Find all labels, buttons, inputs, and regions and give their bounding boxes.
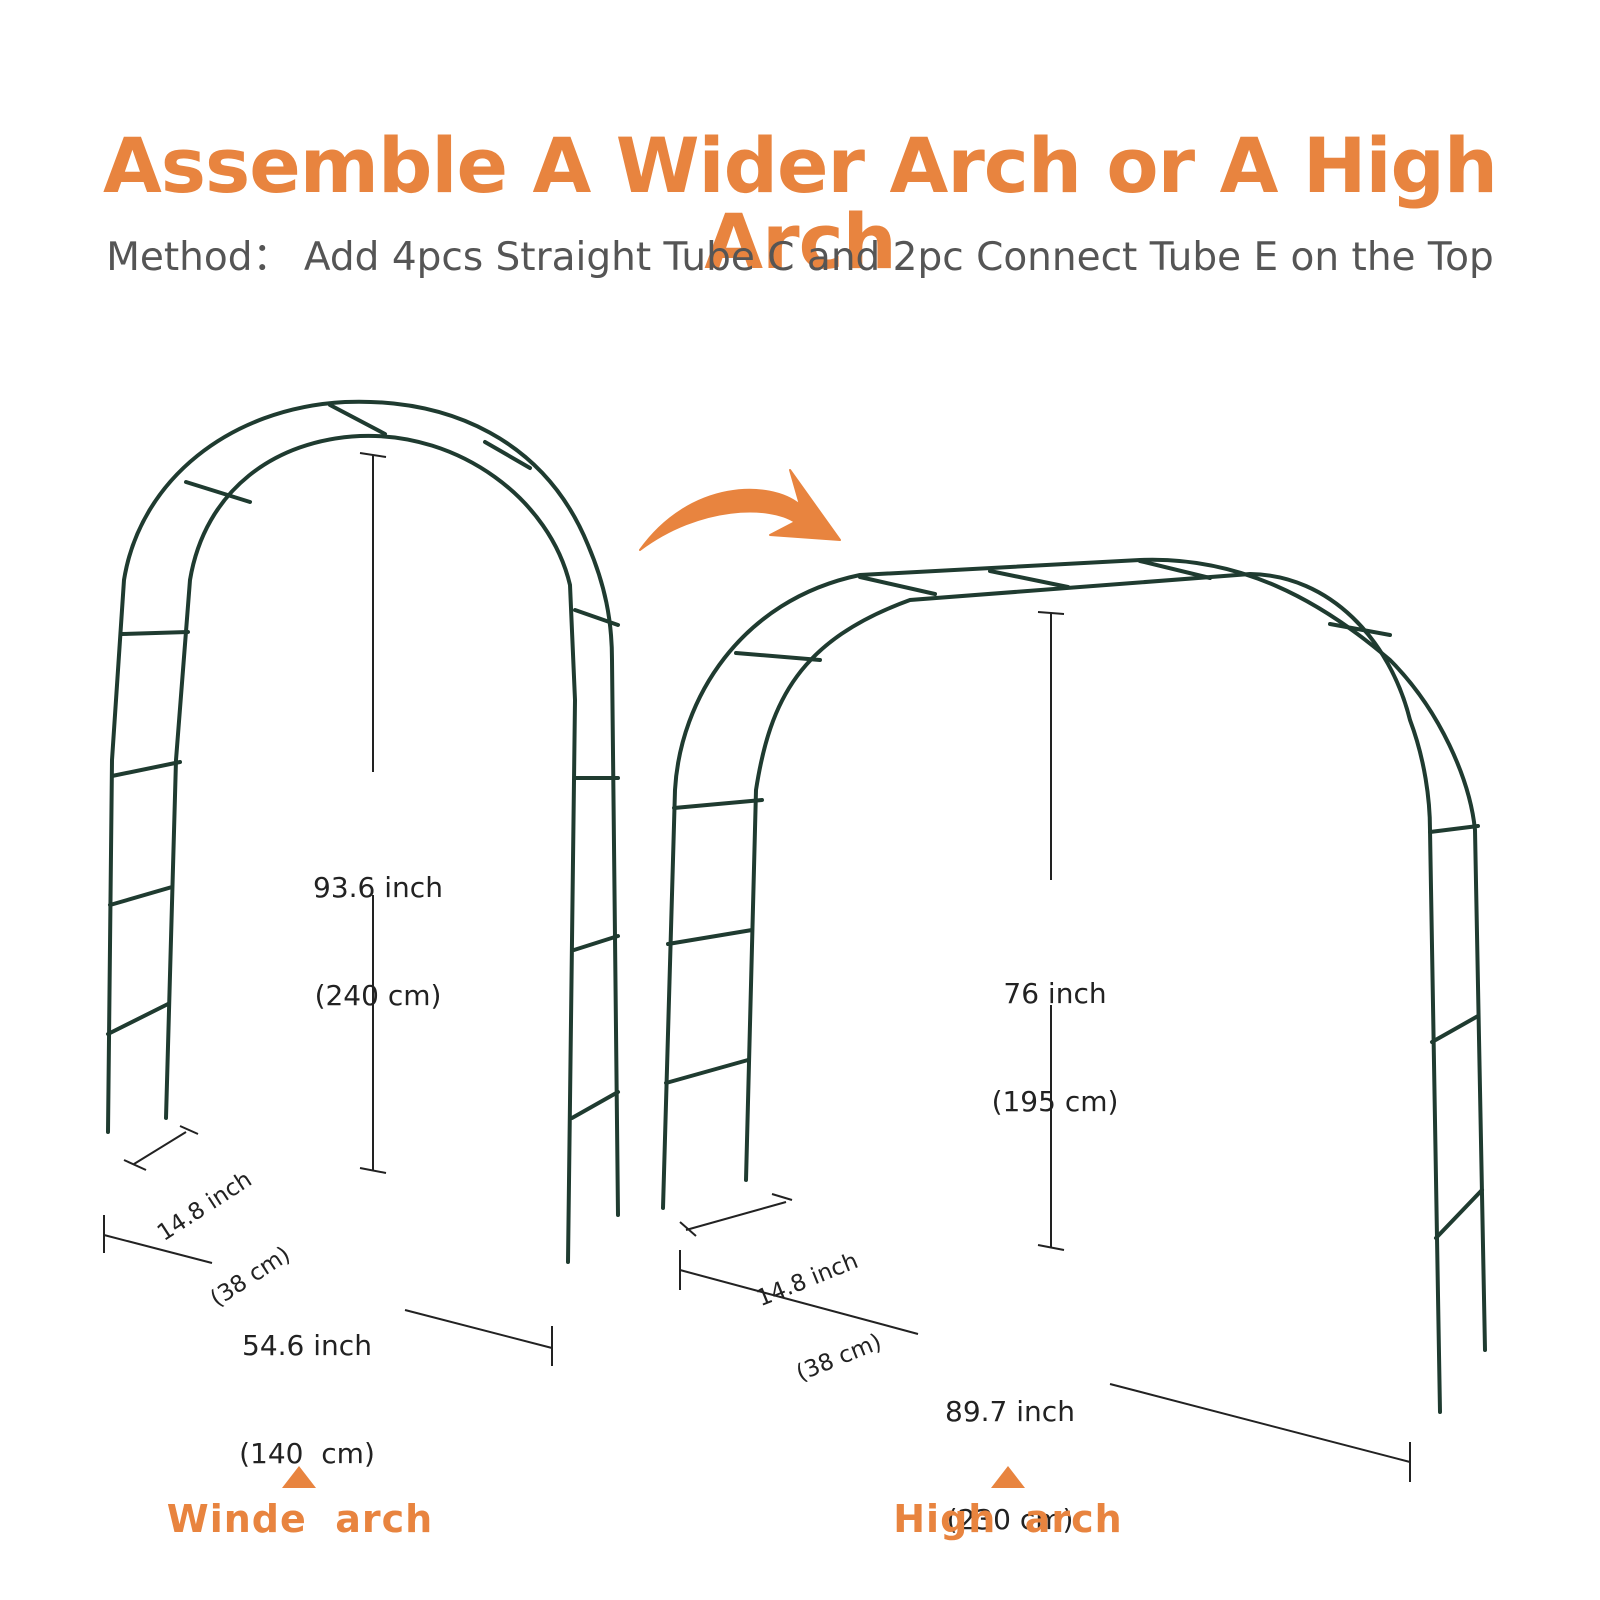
left-depth-line: [133, 1131, 187, 1165]
left-width-line: [404, 1309, 553, 1349]
right-arch-crossbar: [664, 1058, 750, 1085]
right-arch-crossbar: [1430, 1014, 1480, 1044]
right-width-inch: 89.7 inch: [945, 1395, 1075, 1428]
left-arch-crossbar: [573, 608, 620, 627]
left-height-inch: 93.6 inch: [313, 871, 443, 904]
left-height-tick: [359, 452, 387, 458]
left-arch-crossbar: [120, 630, 190, 636]
left-caption: Winde arch: [166, 1497, 434, 1541]
left-arch-crossbar: [570, 1090, 620, 1120]
right-width-line: [679, 1269, 919, 1335]
right-arch-crossbar: [858, 575, 937, 596]
right-arch-front-frame: [744, 571, 1442, 1414]
left-arch-crossbar: [184, 480, 252, 504]
left-arch-crossbar: [572, 934, 620, 952]
right-arch-crossbar: [1428, 824, 1480, 834]
right-height-tick: [1037, 611, 1065, 615]
right-depth-line: [685, 1201, 787, 1231]
right-width-cm: (230 cm): [946, 1503, 1074, 1536]
left-depth-tick: [123, 1159, 147, 1171]
left-width-inch: 54.6 inch: [242, 1329, 372, 1362]
left-arch-crossbar: [483, 440, 532, 470]
right-arch-crossbar: [1328, 622, 1392, 637]
left-depth-inch: 14.8 inch: [152, 1166, 257, 1247]
right-arch: [661, 557, 1487, 1414]
left-dimension-lines: [103, 452, 553, 1366]
left-caption-triangle-icon: [282, 1466, 316, 1488]
right-arch-crossbar: [666, 928, 754, 946]
right-arch-crossbar: [1138, 559, 1212, 580]
left-width-label: 54.6 inch (140 cm): [222, 1256, 392, 1508]
right-height-label: 76 inch (195 cm): [975, 904, 1135, 1156]
right-width-label: 89.7 inch (230 cm): [920, 1322, 1100, 1574]
left-depth-tick: [179, 1125, 199, 1135]
right-depth-tick: [771, 1193, 793, 1201]
method-subtitle: Method： Add 4pcs Straight Tube C and 2pc…: [106, 235, 1494, 280]
left-width-cm: (140 cm): [239, 1437, 375, 1470]
right-height-inch: 76 inch: [1003, 977, 1107, 1010]
left-arch-crossbar: [110, 760, 182, 778]
left-arch-crossbar: [108, 885, 174, 907]
left-arch: [106, 399, 620, 1264]
page-title: Assemble A Wider Arch or A High Arch: [102, 121, 1498, 286]
left-height-label: 93.6 inch (240 cm): [298, 798, 458, 1050]
left-height-tick: [359, 1167, 387, 1174]
right-arch-back-frame: [661, 557, 1487, 1352]
left-arch-crossbar: [106, 1002, 170, 1036]
curved-arrow-icon: [639, 469, 841, 551]
left-height-cm: (240 cm): [314, 979, 442, 1012]
right-width-line: [1109, 1383, 1411, 1463]
right-depth-tick: [679, 1221, 697, 1237]
left-width-line: [103, 1234, 213, 1264]
right-caption-triangle-icon: [991, 1466, 1025, 1488]
right-arch-crossbar: [672, 798, 764, 810]
right-depth-inch: 14.8 inch: [753, 1247, 862, 1313]
left-arch-back-frame: [106, 399, 620, 1217]
right-dimension-lines: [679, 611, 1411, 1482]
right-caption: High arch: [893, 1497, 1123, 1541]
right-arch-crossbar: [988, 569, 1070, 589]
left-arch-front-frame: [164, 433, 578, 1264]
right-height-tick: [1037, 1244, 1065, 1251]
right-arch-crossbar: [1434, 1188, 1484, 1240]
right-arch-crossbar: [734, 651, 822, 662]
right-height-cm: (195 cm): [991, 1085, 1119, 1118]
left-arch-crossbar: [328, 403, 387, 436]
